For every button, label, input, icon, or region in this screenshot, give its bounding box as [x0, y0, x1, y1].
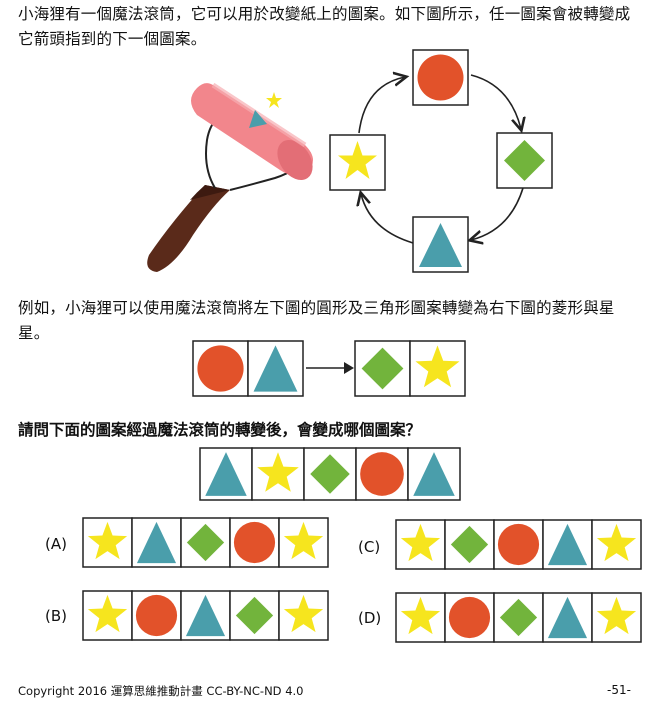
shape-cell	[395, 519, 446, 570]
star-shape	[400, 523, 441, 562]
shape-cell	[444, 519, 495, 570]
option-a-label[interactable]: (A)	[45, 535, 67, 553]
shape-strip	[199, 447, 461, 501]
shape-strip	[395, 519, 642, 570]
shape-cell	[278, 590, 329, 641]
circle-shape	[233, 521, 276, 564]
shape-cell	[542, 519, 593, 570]
star-shape	[400, 596, 441, 635]
star-shape	[283, 521, 324, 560]
star-shape	[283, 594, 324, 633]
circle-shape	[360, 452, 404, 496]
cycle-arrow-star-to-circle	[358, 77, 405, 134]
triangle-shape	[413, 452, 455, 496]
shape-cell	[354, 340, 411, 397]
star-shape	[338, 141, 377, 179]
cycle-box-circle	[412, 49, 469, 106]
shape-cell	[493, 519, 544, 570]
shape-strip	[395, 592, 642, 643]
example-before-strip	[192, 340, 304, 397]
shape-cell	[542, 592, 593, 643]
footer-page-number: -51-	[607, 683, 631, 697]
cycle-box-diamond	[496, 132, 553, 189]
triangle-shape	[136, 521, 177, 564]
shape-strip	[192, 340, 304, 397]
shape-cell	[251, 447, 305, 501]
triangle-shape	[547, 523, 588, 566]
shape-cell	[199, 447, 253, 501]
cycle-arrow-diamond-to-triangle	[471, 187, 524, 240]
circle-shape	[417, 54, 464, 101]
option-b-strip[interactable]	[82, 590, 329, 641]
shape-cell	[395, 592, 446, 643]
triangle-shape	[547, 596, 588, 639]
shape-cell	[493, 592, 544, 643]
star-shape	[87, 594, 128, 633]
diamond-shape	[499, 598, 538, 637]
triangle-shape	[253, 345, 298, 392]
shape-cell	[303, 447, 357, 501]
shape-cell	[355, 447, 409, 501]
shape-cell	[131, 590, 182, 641]
circle-shape	[197, 345, 244, 392]
cycle-arrow-circle-to-diamond	[470, 74, 521, 129]
diamond-shape	[186, 523, 225, 562]
triangle-shape	[419, 223, 462, 267]
shape-cell	[591, 519, 642, 570]
example-transform-arrow	[306, 362, 354, 374]
shape-strip	[82, 590, 329, 641]
roller-triangle-decal	[249, 110, 267, 128]
cycle-box-triangle	[412, 216, 469, 273]
star-shape	[257, 452, 299, 492]
diamond-shape	[235, 596, 274, 635]
shape-cell	[192, 340, 249, 397]
shape-cell	[444, 592, 495, 643]
shape-strip	[354, 340, 466, 397]
star-shape	[87, 521, 128, 560]
cycle-box-star	[329, 134, 386, 191]
triangle-shape	[205, 452, 247, 496]
example-paragraph: 例如，小海狸可以使用魔法滾筒將左下圖的圓形及三角形圖案轉變為右下圖的菱形與星星。	[18, 299, 615, 342]
star-shape	[415, 345, 460, 388]
option-b-label[interactable]: (B)	[45, 607, 67, 625]
star-shape	[596, 523, 637, 562]
magic-roller-illustration	[147, 82, 314, 272]
triangle-shape	[185, 594, 226, 637]
shape-cell	[131, 517, 182, 568]
shape-strip	[82, 517, 329, 568]
shape-cell	[278, 517, 329, 568]
shape-cell	[180, 590, 231, 641]
shape-cell	[229, 517, 280, 568]
shape-cell	[407, 447, 461, 501]
option-a-strip[interactable]	[82, 517, 329, 568]
option-c-strip[interactable]	[395, 519, 642, 570]
option-d-strip[interactable]	[395, 592, 642, 643]
option-d-label[interactable]: (D)	[358, 609, 382, 627]
intro-paragraph: 小海狸有一個魔法滾筒，它可以用於改變紙上的圖案。如下圖所示，任一圖案會被轉變成它…	[18, 5, 631, 48]
shape-cell	[82, 590, 133, 641]
shape-cell	[591, 592, 642, 643]
star-shape	[596, 596, 637, 635]
question-sequence-strip	[199, 447, 461, 501]
cycle-diagram	[329, 49, 553, 273]
shape-cell	[180, 517, 231, 568]
roller-star-decal	[266, 92, 282, 108]
question-text: 請問下面的圖案經過魔法滾筒的轉變後，會變成哪個圖案？	[18, 421, 422, 439]
shape-cell	[409, 340, 466, 397]
diamond-shape	[310, 454, 350, 494]
circle-shape	[135, 594, 178, 637]
cycle-arrow-triangle-to-star	[361, 194, 414, 244]
diamond-shape	[450, 525, 489, 564]
circle-shape	[448, 596, 491, 639]
example-after-strip	[354, 340, 466, 397]
circle-shape	[497, 523, 540, 566]
footer-copyright: Copyright 2016 運算思維推動計畫 CC-BY-NC-ND 4.0	[18, 684, 304, 698]
roller-cylinder	[191, 82, 314, 180]
shape-cell	[229, 590, 280, 641]
diamond-shape	[504, 140, 545, 181]
shape-cell	[247, 340, 304, 397]
option-c-label[interactable]: (C)	[358, 538, 381, 556]
shape-cell	[82, 517, 133, 568]
